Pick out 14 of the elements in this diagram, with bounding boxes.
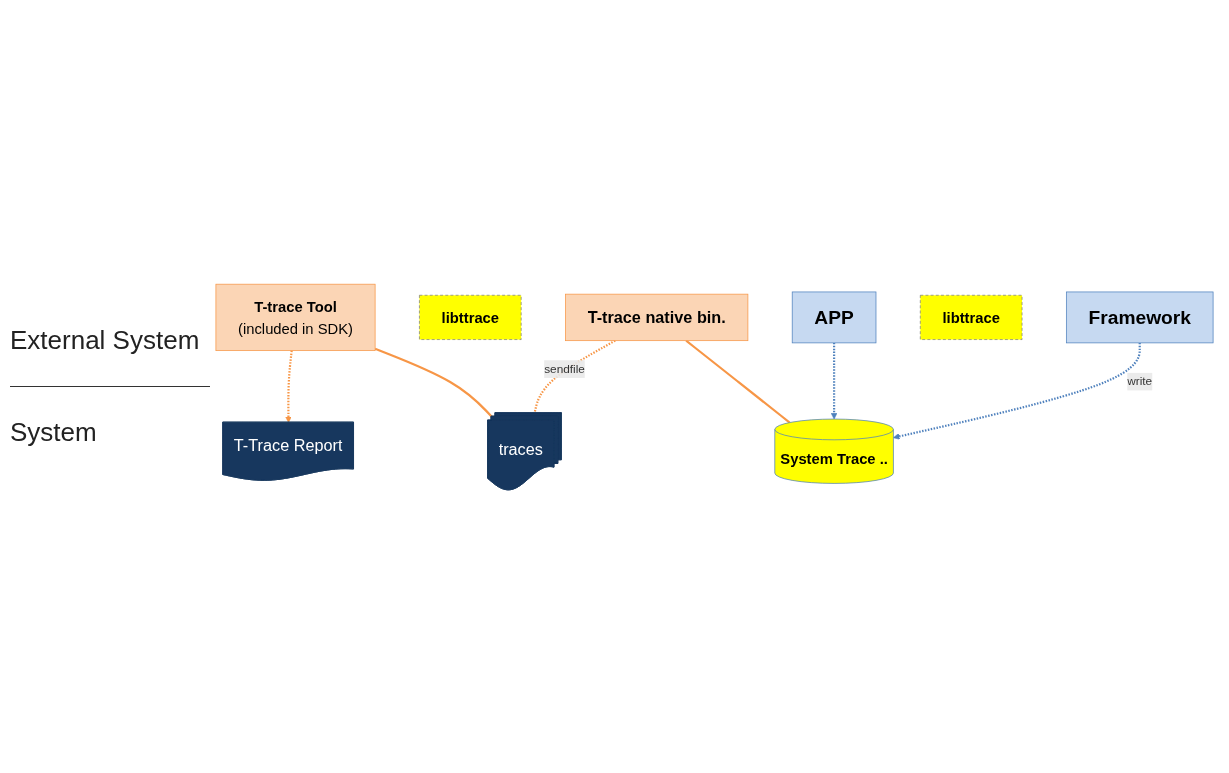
- edge-label: sendfile: [544, 361, 585, 375]
- node-box: T-trace Tool (included in SDK): [215, 283, 376, 351]
- node-box: APP: [791, 291, 877, 343]
- node-box: Framework: [1066, 291, 1214, 343]
- node-box: T-trace native bin.: [565, 293, 749, 341]
- connector: [685, 339, 791, 423]
- section-label: External System: [10, 325, 201, 356]
- connector: [374, 347, 493, 417]
- node-box: libttrace: [919, 294, 1023, 340]
- edge-label: write: [1127, 374, 1153, 388]
- section-label: System: [10, 417, 98, 448]
- arrow: [285, 350, 293, 423]
- node-box: libttrace: [419, 294, 522, 340]
- connector: [533, 339, 616, 413]
